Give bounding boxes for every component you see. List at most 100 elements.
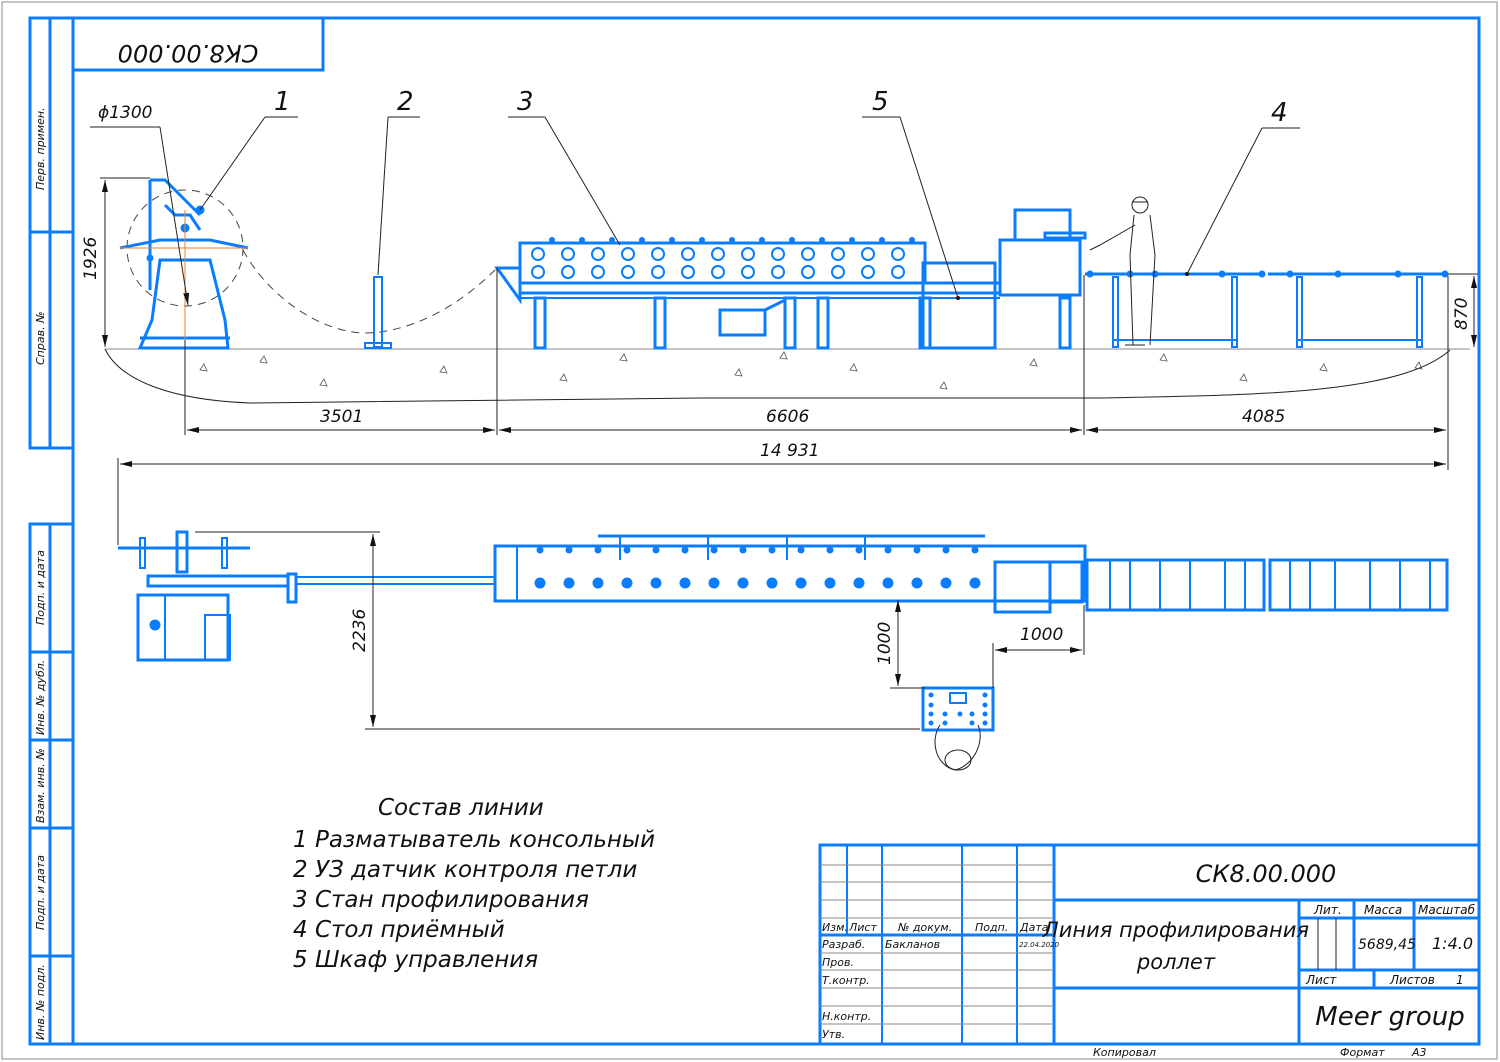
callout-4: 4 [1271,98,1288,128]
side-strip-bottom: Подп. и дата Инв. № дубл. Взам. инв. № П… [28,522,75,1046]
forming-roller [831,247,845,261]
forming-mill-side [494,208,1087,350]
dim-14931: 14 931 [760,441,819,461]
roller-stand-knob [549,237,555,243]
forming-roller [771,247,785,261]
roller-stand-knob [909,237,915,243]
plan-roller [853,577,865,589]
uncoiler-plan [118,530,290,662]
forming-roller [891,265,905,279]
dim-uncoiler-height: 1926 [81,177,150,347]
forming-roller [861,265,875,279]
forming-roller [531,247,545,261]
roller-stand-knob [759,237,765,243]
tb-mass-label: Масса [1364,903,1402,917]
dim-segments [117,268,1449,545]
tb-role-prov: Пров. [822,956,854,969]
plan-roller [534,577,546,589]
plan-roller [940,577,952,589]
tb-designation: СК8.00.000 [1196,860,1337,888]
plan-roller [795,577,807,589]
plan-roller [737,577,749,589]
composition-item: 2 УЗ датчик контроля петли [293,857,637,883]
tb-role-nkontr: Н.контр. [822,1010,871,1023]
tb-sheets: 1 [1456,973,1464,987]
plan-roller [911,577,923,589]
plan-roller-top [768,546,776,554]
tb-format-label: Формат [1340,1046,1385,1059]
forming-roller [531,265,545,279]
forming-roller [741,265,755,279]
control-panel-plan [921,686,995,771]
dim-panel-offsets: 1000 1000 [875,600,1085,689]
plan-roller-top [710,546,718,554]
receiving-table-plan [1085,558,1449,612]
tb-copied: Копировал [1093,1046,1156,1059]
strip-label-podp-data-1: Подп. и дата [34,550,47,625]
forming-roller [651,247,665,261]
tb-sheet-label: Лист [1305,973,1337,987]
control-cabinet-side [921,261,997,350]
forming-roller [861,247,875,261]
strip-label-vzam-inv: Взам. инв. № [34,748,47,823]
callout-5: 5 [872,87,889,117]
strip-label-podp-data-2: Подп. и дата [34,855,47,930]
plan-roller [563,577,575,589]
dim-1000-vertical: 1000 [875,622,895,665]
plan-roller-top [913,546,921,554]
plan-roller-top [565,546,573,554]
strip-label-inv-dubl: Инв. № дубл. [34,660,47,735]
ground [104,348,1470,404]
forming-roller [621,247,635,261]
plan-roller-top [826,546,834,554]
tb-format: A3 [1411,1046,1427,1059]
callout-1: 1 [274,87,291,117]
plan-roller [766,577,778,589]
plan-roller-top [971,546,979,554]
dim-2236: 2236 [350,609,370,652]
dim-6606: 6606 [766,407,809,427]
operator-figure [1089,196,1156,346]
plan-roller-top [681,546,689,554]
plan-roller-top [536,546,544,554]
dim-table-height: 870 [1448,273,1478,347]
forming-roller [561,247,575,261]
strip-label-inv-podl: Инв. № подл. [34,964,47,1040]
plan-roller [650,577,662,589]
forming-roller [591,265,605,279]
title-block [818,843,1481,1046]
strip-label-perv-primen: Перв. примен. [34,107,47,190]
uncoiler-side [119,178,498,435]
forming-roller [801,265,815,279]
roller-stand-knob [729,237,735,243]
forming-roller [621,265,635,279]
dim-diameter: ϕ1300 [90,103,190,306]
forming-roller [741,247,755,261]
plan-roller-top [623,546,631,554]
plan-roller-top [739,546,747,554]
callout-3: 3 [517,87,534,117]
dim-3501: 3501 [320,407,363,427]
plan-roller [592,577,604,589]
dim-width: 2236 [195,531,920,730]
callouts [199,116,1300,299]
plan-roller-top [855,546,863,554]
forming-roller [591,247,605,261]
plan-roller-top [884,546,892,554]
tb-mass: 5689,45 [1358,937,1416,953]
forming-roller [771,265,785,279]
tb-header-izm: Изм. [822,921,848,934]
forming-roller [831,265,845,279]
tb-role-utv: Утв. [822,1028,845,1041]
strip-label-sprav-no: Справ. № [34,311,47,365]
composition-item: 4 Стол приёмный [293,917,505,943]
plan-roller [969,577,981,589]
composition-item: 3 Стан профилирования [293,887,589,913]
forming-roller [711,247,725,261]
composition-item: 1 Разматыватель консольный [293,827,655,853]
roller-stand-knob [819,237,825,243]
roller-stand-knob [789,237,795,243]
